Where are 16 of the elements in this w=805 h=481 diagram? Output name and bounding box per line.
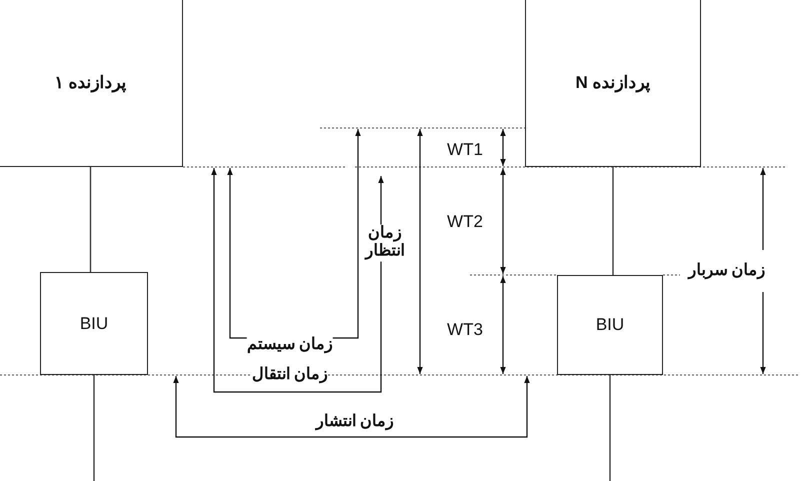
time-label: زمان انتقال (252, 366, 328, 384)
processor-box (525, 0, 701, 167)
time-label: زمان سیستم (246, 336, 334, 354)
bus-interface-box (40, 272, 148, 375)
bus-line (93, 375, 95, 481)
time-label: زمان انتشار (316, 412, 394, 432)
processor-box (0, 0, 183, 167)
bus-line (612, 167, 614, 275)
node-label: پردازنده N (575, 72, 650, 93)
node-label: BIU (80, 314, 108, 334)
time-label: زمان سربار (688, 262, 766, 280)
bus-interface-box (557, 275, 663, 375)
bus-line (90, 167, 92, 272)
node-label: پردازنده ۱ (54, 72, 126, 93)
node-label: BIU (596, 315, 624, 335)
bus-line (609, 375, 611, 481)
